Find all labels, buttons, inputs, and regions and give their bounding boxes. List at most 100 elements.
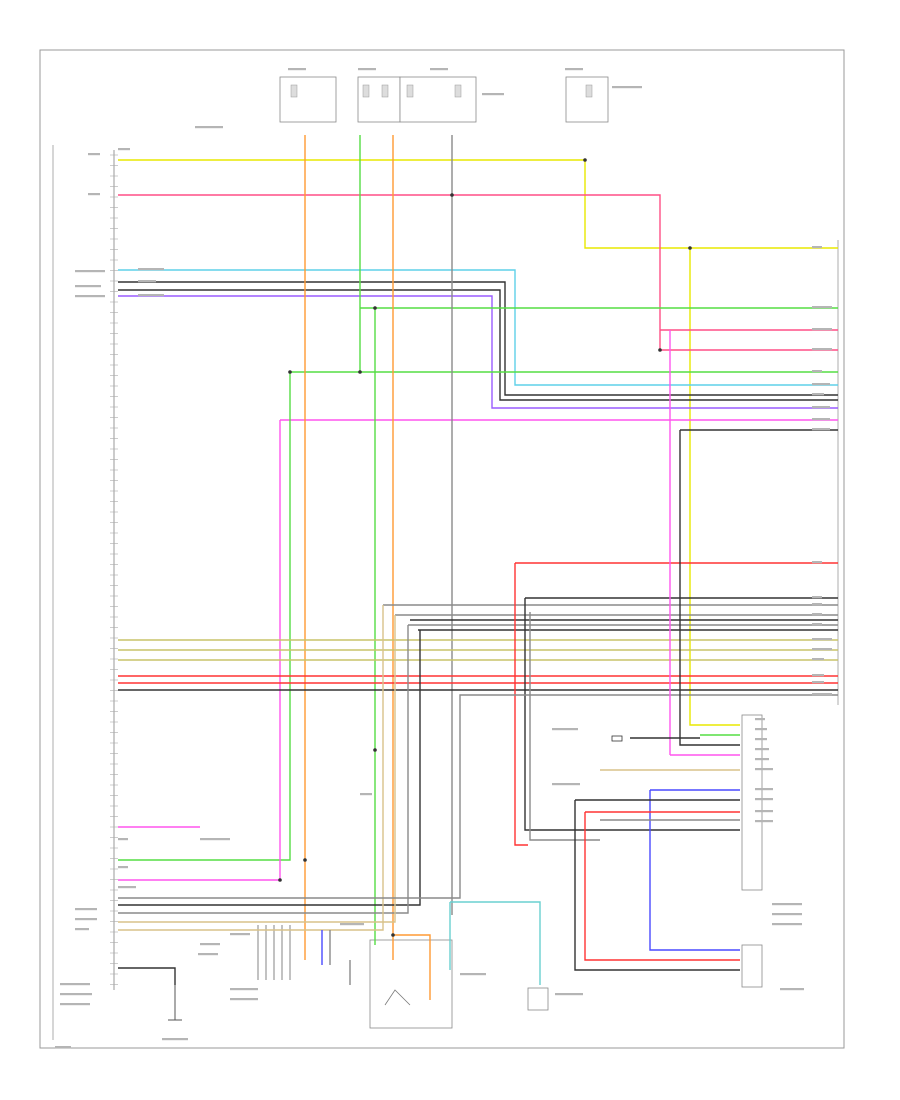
splice-dot — [303, 858, 307, 862]
right-connector-bottom — [741, 944, 763, 988]
splice-dot — [373, 748, 377, 752]
wire-dark — [118, 630, 421, 906]
label-mark — [812, 306, 832, 309]
fuse-icon — [381, 84, 389, 98]
label-mark — [552, 728, 578, 731]
label-mark — [75, 918, 97, 921]
label-mark — [555, 993, 583, 996]
label-mark — [75, 908, 97, 911]
wire-red — [584, 812, 740, 961]
label-mark — [60, 993, 92, 996]
fuse-icon — [362, 84, 370, 98]
label-mark — [812, 603, 822, 606]
label-mark — [755, 748, 769, 751]
wire-red — [514, 563, 528, 846]
wire-light_blue — [118, 269, 838, 386]
wire-pink — [118, 194, 838, 351]
splice-dot — [288, 370, 292, 374]
label-mark — [812, 406, 830, 409]
label-mark — [195, 126, 223, 129]
wire-dark — [118, 967, 176, 985]
fuse-icon — [290, 84, 298, 98]
label-mark — [200, 943, 220, 946]
wire-gray — [529, 612, 600, 841]
label-mark — [75, 928, 89, 931]
wire-navy — [649, 790, 740, 951]
label-mark — [812, 246, 822, 249]
label-mark — [812, 681, 824, 684]
label-mark — [812, 383, 830, 386]
label-mark — [812, 638, 832, 641]
label-mark — [138, 280, 156, 283]
right-connector-lower — [741, 714, 763, 891]
label-mark — [755, 728, 767, 731]
fuse-icon — [406, 84, 414, 98]
wire-dark — [118, 281, 838, 396]
label-mark — [812, 658, 824, 661]
label-mark — [60, 983, 90, 986]
label-mark — [812, 393, 824, 396]
label-mark — [755, 820, 773, 823]
wire-dark — [679, 430, 740, 746]
label-mark — [772, 923, 802, 926]
label-mark — [772, 913, 802, 916]
label-mark — [482, 93, 504, 96]
label-mark — [812, 328, 832, 331]
label-mark — [812, 693, 832, 696]
label-mark — [288, 68, 306, 71]
label-mark — [772, 903, 802, 906]
splice-dot — [658, 348, 662, 352]
bottom-connector-2 — [369, 939, 453, 1029]
label-mark — [565, 68, 583, 71]
label-mark — [118, 886, 136, 889]
label-mark — [138, 294, 164, 297]
label-mark — [812, 623, 822, 626]
label-mark — [230, 998, 258, 1001]
label-mark — [75, 270, 105, 273]
fuse-box-1 — [279, 76, 337, 123]
splice-dot — [358, 370, 362, 374]
label-mark — [460, 973, 486, 976]
label-mark — [812, 418, 830, 421]
label-mark — [360, 793, 372, 796]
label-mark — [755, 738, 767, 741]
wire-cyan — [450, 901, 541, 985]
label-mark — [75, 285, 101, 288]
wire-dark — [574, 800, 740, 971]
ground-symbol — [168, 985, 182, 1021]
label-mark — [812, 613, 822, 616]
fuse-box-4 — [565, 76, 609, 123]
label-mark — [55, 1046, 71, 1049]
label-mark — [812, 674, 824, 677]
splice-dot — [450, 193, 454, 197]
splice-dot — [391, 933, 395, 937]
resistor-symbol — [611, 735, 623, 742]
label-mark — [88, 153, 100, 156]
label-mark — [755, 798, 773, 801]
diagram-frame — [39, 49, 845, 1049]
label-mark — [340, 923, 364, 926]
label-mark — [755, 810, 773, 813]
label-mark — [612, 86, 642, 89]
splice-dot — [688, 246, 692, 250]
wire-gray — [118, 625, 409, 914]
label-marks — [55, 68, 832, 1049]
label-mark — [118, 838, 128, 841]
label-mark — [60, 1003, 90, 1006]
label-mark — [812, 596, 822, 599]
label-mark — [755, 718, 765, 721]
label-mark — [230, 933, 250, 936]
label-mark — [812, 561, 822, 564]
wires-layer — [118, 135, 838, 1000]
label-mark — [230, 988, 258, 991]
splice-dot — [373, 306, 377, 310]
label-mark — [198, 953, 218, 956]
wire-dark — [524, 598, 740, 831]
splice-dot — [583, 158, 587, 162]
label-mark — [780, 988, 804, 991]
label-mark — [755, 758, 769, 761]
wire-yellow — [118, 159, 838, 249]
label-mark — [552, 783, 580, 786]
label-mark — [75, 295, 105, 298]
